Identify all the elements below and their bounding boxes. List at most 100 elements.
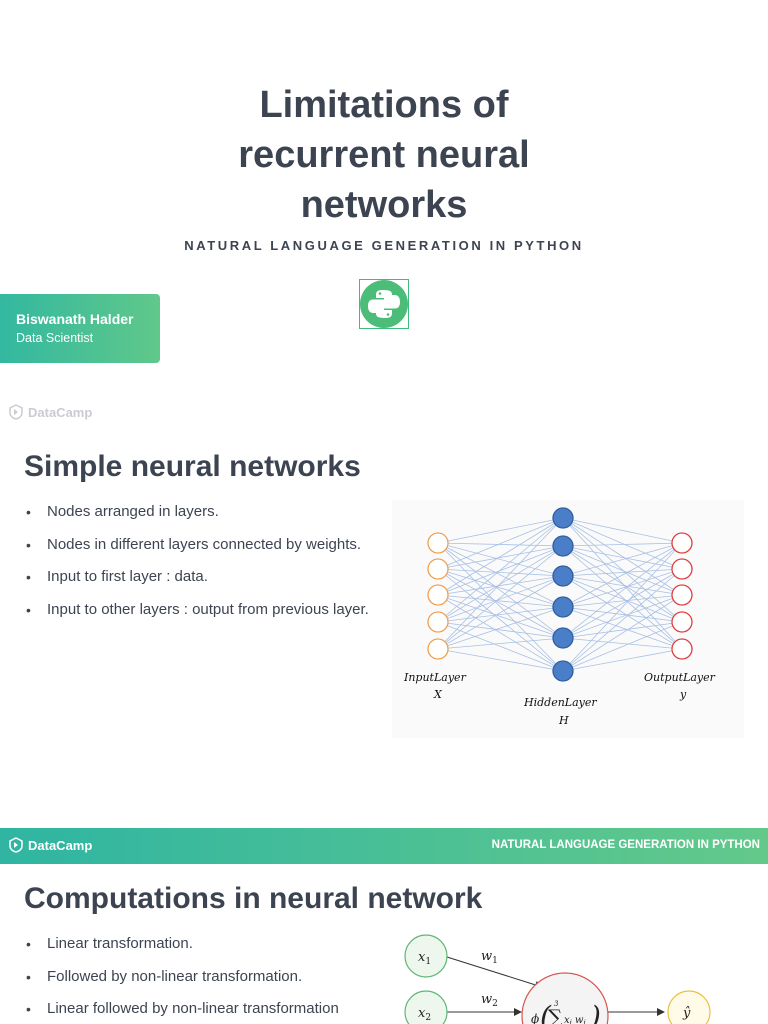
network-edge [562,648,683,672]
output-layer-node [671,611,693,633]
output-layer-node [671,638,693,660]
slide-title-line: networks [300,184,468,226]
network-edge [562,542,683,608]
network-edge [562,575,683,650]
course-subtitle: NATURAL LANGUAGE GENERATION IN PYTHON [184,238,584,253]
datacamp-logo-icon [9,837,23,853]
network-edge [562,517,683,623]
slide-heading: Computations in neural network [24,882,483,915]
network-edge [437,517,564,596]
course-name: NATURAL LANGUAGE GENERATION IN PYTHON [491,839,760,851]
hidden-layer-node [552,507,574,529]
list-item: Linear transformation. [24,932,384,956]
network-edge [562,568,683,577]
x2-label: x2 [418,1006,431,1023]
output-layer-symbol: y [679,688,687,701]
network-edge [562,594,683,608]
w1-label: w1 [481,949,498,966]
network-edge [562,594,683,639]
network-edge [562,545,683,650]
svg-text:∑: ∑ [548,1005,563,1024]
network-edge [437,542,564,608]
output-layer-node [671,532,693,554]
datacamp-logo: DataCamp [8,837,92,853]
network-edge [562,568,683,639]
network-edge [437,621,564,672]
author-card: Biswanath Halder Data Scientist [0,294,160,363]
network-edge [437,575,564,650]
network-edge [437,594,564,672]
list-item: Followed by non-linear transformation. [24,965,384,989]
author-role: Data Scientist [16,331,94,345]
weight-edge [446,956,543,989]
list-item: Linear followed by non-linear transforma… [24,997,384,1021]
network-edge [437,575,564,596]
network-edge [437,542,564,577]
input-layer-node [427,584,449,606]
datacamp-wordmark: DataCamp [28,837,93,853]
x1-label: x1 [418,950,431,967]
input-layer-node [427,638,449,660]
svg-text:(: ( [540,1000,552,1024]
network-edge [562,517,683,544]
input-layer-node [427,558,449,580]
list-item: Nodes in different layers connected by w… [24,533,384,557]
w2-label: w2 [481,992,498,1009]
svg-text:3: 3 [554,1000,559,1008]
network-edge [562,545,683,623]
network-edge [562,637,683,650]
network-edge [562,517,683,596]
network-edge [562,542,683,672]
network-edge [437,594,564,608]
network-edge [437,517,564,623]
hidden-layer-node [552,596,574,618]
output-layer-label: OutputLayer [644,671,716,684]
datacamp-logo-icon [9,404,23,420]
network-edge [562,621,683,672]
list-item: Nodes arranged in layers. [24,500,384,524]
datacamp-watermark: DataCamp [8,404,92,420]
hidden-layer-node [552,565,574,587]
network-edge [437,637,564,650]
input-layer-node [427,611,449,633]
network-edge [437,568,564,639]
slide-title: Limitations of recurrent neural networks [0,80,768,230]
network-edge [562,517,683,650]
network-edge [437,568,564,577]
list-item: Input to other layers : output from prev… [24,598,384,622]
network-edge [562,606,683,650]
hidden-layer-node [552,535,574,557]
network-edge [562,542,683,547]
network-edge [562,621,683,639]
slide-title-line: recurrent neural [238,134,530,176]
list-item: Input to first layer : data. [24,565,384,589]
output-node [667,990,711,1024]
network-edge [437,648,564,672]
network-edge [562,545,683,596]
neuron-node [521,972,609,1024]
hidden-layer-node [552,627,574,649]
network-edge [437,606,564,650]
network-edge [437,594,564,639]
network-edge [562,575,683,596]
network-edge [562,568,683,608]
hidden-layer-label: HiddenLayer [523,696,597,709]
y-hat-label: ŷ [682,1006,691,1021]
network-edge [437,517,564,570]
network-edge [437,621,564,639]
network-edge [437,575,564,623]
network-edge [437,568,564,672]
slide-title-line: Limitations of [259,84,509,126]
slide-heading: Simple neural networks [24,450,361,483]
network-edge [437,542,564,672]
network-edge [437,606,564,623]
network-edge [437,545,564,570]
bullet-list: Linear transformation. Followed by non-l… [24,932,384,1024]
output-layer-node [671,584,693,606]
network-edge [437,568,564,608]
network-edge [562,568,683,672]
datacamp-wordmark: DataCamp [28,404,93,420]
input-node [404,990,448,1024]
